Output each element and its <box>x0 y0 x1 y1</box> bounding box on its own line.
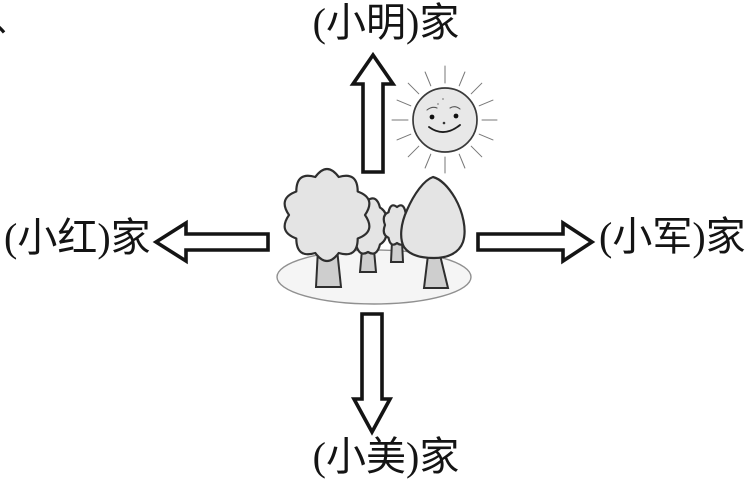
tree-icon <box>400 175 466 289</box>
list-item-marker: 、 <box>0 1 29 37</box>
down-arrow-icon <box>350 312 394 436</box>
sun-icon <box>391 65 498 174</box>
tree-grove-illustration <box>276 167 472 305</box>
label-north-home: (小明)家 <box>312 0 460 45</box>
right-arrow-icon <box>476 219 596 265</box>
up-arrow-icon <box>349 51 397 174</box>
label-west-home: (小红)家 <box>4 215 151 260</box>
tree-icon <box>283 167 371 288</box>
label-south-home: (小美)家 <box>312 434 460 479</box>
label-east-home: (小军)家 <box>599 214 746 259</box>
left-arrow-icon <box>152 219 270 265</box>
sun-rays <box>391 65 498 174</box>
sun-face <box>426 98 461 133</box>
